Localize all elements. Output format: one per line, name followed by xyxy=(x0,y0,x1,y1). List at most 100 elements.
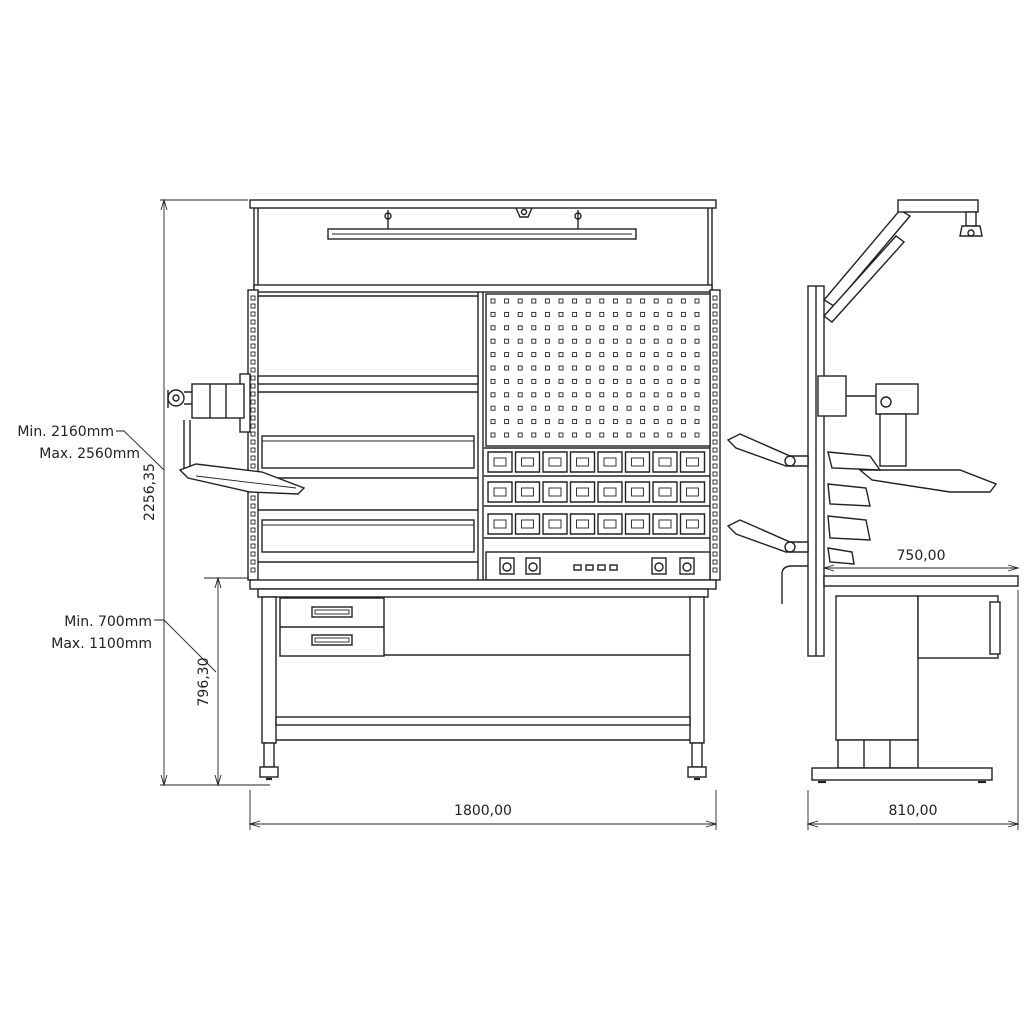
peg-hole xyxy=(612,352,618,358)
peg-hole xyxy=(585,338,591,344)
peg-hole xyxy=(544,352,550,358)
slot-hole xyxy=(712,527,718,533)
peg-hole xyxy=(558,405,564,411)
peg-hole xyxy=(558,311,564,317)
peg-hole xyxy=(572,298,578,304)
peg-hole xyxy=(680,365,686,371)
peg-hole xyxy=(626,365,632,371)
peg-hole xyxy=(490,311,496,317)
peg-hole xyxy=(626,311,632,317)
peg-hole xyxy=(653,352,659,358)
peg-hole xyxy=(517,352,523,358)
peg-hole xyxy=(490,365,496,371)
peg-hole xyxy=(544,298,550,304)
slot-hole xyxy=(712,439,718,445)
peg-hole xyxy=(653,392,659,398)
worktop-height-min: Min. 700mm xyxy=(64,614,152,630)
slot-hole xyxy=(250,439,256,445)
peg-hole xyxy=(680,432,686,438)
peg-hole xyxy=(667,432,673,438)
peg-hole xyxy=(517,392,523,398)
peg-hole xyxy=(585,392,591,398)
peg-hole xyxy=(653,365,659,371)
storage-bin xyxy=(514,513,541,535)
peg-hole xyxy=(572,325,578,331)
peg-hole xyxy=(504,432,510,438)
peg-hole xyxy=(680,378,686,384)
side-cabinet xyxy=(811,595,1001,784)
peg-hole xyxy=(544,365,550,371)
slot-hole xyxy=(250,511,256,517)
slot-hole xyxy=(712,487,718,493)
worktop-height-max: Max. 1100mm xyxy=(51,636,152,652)
peg-hole xyxy=(612,432,618,438)
storage-bin xyxy=(597,481,623,503)
peg-hole xyxy=(626,405,632,411)
slot-hole xyxy=(250,463,256,469)
peg-hole xyxy=(612,325,618,331)
peg-hole xyxy=(653,311,659,317)
peg-hole xyxy=(544,338,550,344)
peg-hole xyxy=(490,432,496,438)
total-height-max: Max. 2560mm xyxy=(39,446,140,462)
slot-hole xyxy=(250,535,256,541)
peg-hole xyxy=(653,338,659,344)
peg-hole xyxy=(612,338,618,344)
slot-hole xyxy=(712,463,718,469)
peg-hole xyxy=(599,432,605,438)
slot-hole xyxy=(250,415,256,421)
peg-hole xyxy=(517,338,523,344)
slot-hole xyxy=(712,511,718,517)
peg-hole xyxy=(504,298,510,304)
slot-hole xyxy=(250,359,256,365)
side-hooks xyxy=(726,433,809,604)
peg-hole xyxy=(558,419,564,425)
slot-hole xyxy=(712,551,718,557)
peg-hole xyxy=(680,338,686,344)
peg-hole xyxy=(667,311,673,317)
peg-hole xyxy=(680,419,686,425)
peg-hole xyxy=(572,311,578,317)
peg-hole xyxy=(490,352,496,358)
slot-hole xyxy=(250,551,256,557)
peg-hole xyxy=(531,338,537,344)
total-height-min: Min. 2160mm xyxy=(17,424,114,440)
slot-hole xyxy=(250,367,256,373)
slot-hole xyxy=(250,447,256,453)
storage-bin xyxy=(542,451,568,473)
peg-hole xyxy=(517,365,523,371)
peg-hole xyxy=(599,338,605,344)
side-view xyxy=(726,199,1019,784)
peg-hole xyxy=(531,325,537,331)
peg-hole xyxy=(504,392,510,398)
slot-hole xyxy=(250,303,256,309)
worktop-height-label: 796,30 xyxy=(196,658,212,707)
peg-hole xyxy=(599,325,605,331)
peg-hole xyxy=(612,392,618,398)
peg-hole xyxy=(585,352,591,358)
storage-bin xyxy=(514,481,541,503)
peg-hole xyxy=(612,298,618,304)
slot-hole xyxy=(250,503,256,509)
slot-hole xyxy=(712,359,718,365)
peg-hole xyxy=(640,378,646,384)
side-bin-holders xyxy=(827,451,882,565)
slot-hole xyxy=(250,335,256,341)
peg-hole xyxy=(626,432,632,438)
slot-hole xyxy=(250,295,256,301)
peg-hole xyxy=(599,352,605,358)
peg-hole xyxy=(572,392,578,398)
peg-hole xyxy=(694,352,700,358)
front-legs xyxy=(259,596,707,781)
peg-hole xyxy=(694,325,700,331)
peg-hole xyxy=(640,298,646,304)
peg-hole xyxy=(612,405,618,411)
storage-bin xyxy=(569,513,596,535)
slot-hole xyxy=(250,383,256,389)
slot-hole xyxy=(250,319,256,325)
peg-hole xyxy=(626,338,632,344)
peg-hole xyxy=(531,419,537,425)
top-crossbar xyxy=(249,199,717,209)
storage-bin xyxy=(652,451,678,473)
slot-hole xyxy=(712,423,718,429)
